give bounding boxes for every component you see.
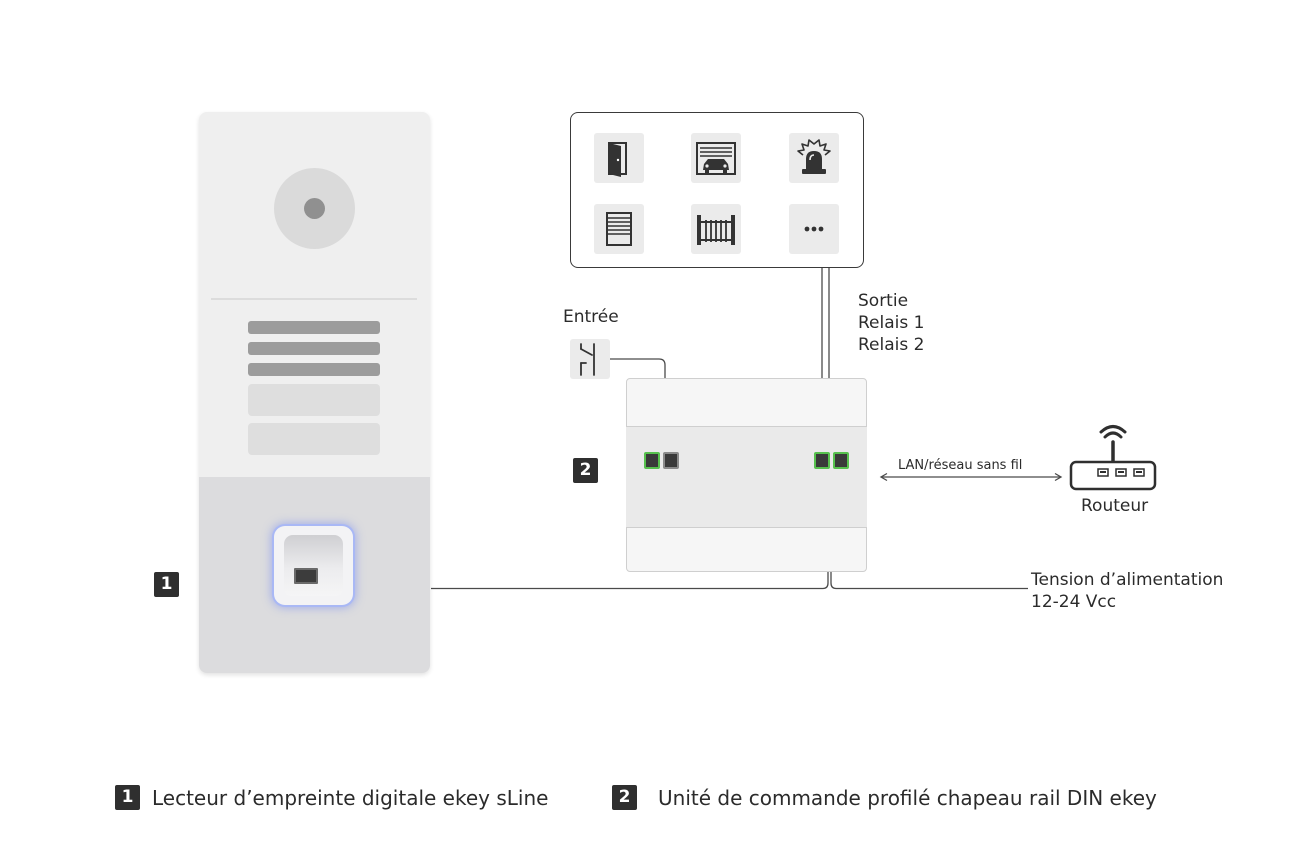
camera-lens-center: [304, 198, 325, 219]
nameplate-bar: [248, 342, 380, 355]
alarm-icon: [797, 139, 831, 174]
wire-power-supply: [830, 572, 1028, 590]
legend-badge-1: 1: [115, 785, 140, 810]
wire-input: [610, 358, 666, 378]
switch-icon: [580, 343, 595, 376]
tile-alarm: [789, 133, 839, 183]
gate-icon: [697, 215, 735, 245]
garage-icon: [696, 142, 736, 175]
tile-gate: [691, 204, 741, 254]
input-switch-tile: [570, 339, 610, 379]
nameplate-bar: [248, 321, 380, 334]
badge-reader: 1: [154, 572, 179, 597]
actuator-panel: [570, 112, 864, 268]
wire-reader-to-unit: [431, 572, 829, 590]
unit-port: [644, 452, 660, 469]
unit-port: [814, 452, 830, 469]
more-icon: [804, 226, 824, 232]
finger-guide: [284, 535, 343, 596]
lan-arrow-left: [879, 472, 888, 482]
unit-port: [833, 452, 849, 469]
tile-garage: [691, 133, 741, 183]
legend-text-2: Unité de commande profilé chapeau rail D…: [658, 786, 1157, 810]
badge-unit: 2: [573, 458, 598, 483]
router-wifi-icon: [1069, 425, 1157, 491]
nameplate-blank: [248, 423, 380, 455]
unit-front-face: [626, 426, 867, 528]
fingerprint-reader-device: [199, 112, 430, 673]
fingerprint-sensor: [274, 526, 353, 605]
legend-text-1: Lecteur d’empreinte digitale ekey sLine: [152, 786, 549, 810]
label-sortie: Sortie: [858, 291, 909, 311]
label-lan: LAN/réseau sans fil: [898, 458, 1023, 473]
unit-port: [663, 452, 679, 469]
sensor-module: [199, 477, 430, 673]
label-voltage: 12-24 Vcc: [1031, 592, 1117, 612]
label-routeur: Routeur: [1081, 496, 1149, 516]
label-relais-2: Relais 2: [858, 335, 925, 355]
label-entree: Entrée: [563, 307, 619, 327]
tile-more: [789, 204, 839, 254]
tile-door: [594, 133, 644, 183]
sensor-window: [294, 568, 318, 584]
lan-arrow-right: [1054, 472, 1063, 482]
label-tension: Tension d’alimentation: [1031, 570, 1224, 590]
blind-icon: [606, 212, 632, 246]
door-icon: [608, 142, 627, 177]
nameplate-blank: [248, 384, 380, 416]
legend-badge-2: 2: [612, 785, 637, 810]
reader-divider: [211, 298, 417, 300]
nameplate-bar: [248, 363, 380, 376]
camera-lens: [274, 168, 355, 249]
tile-blind: [594, 204, 644, 254]
label-relais-1: Relais 1: [858, 313, 925, 333]
din-rail-control-unit: [626, 378, 867, 572]
